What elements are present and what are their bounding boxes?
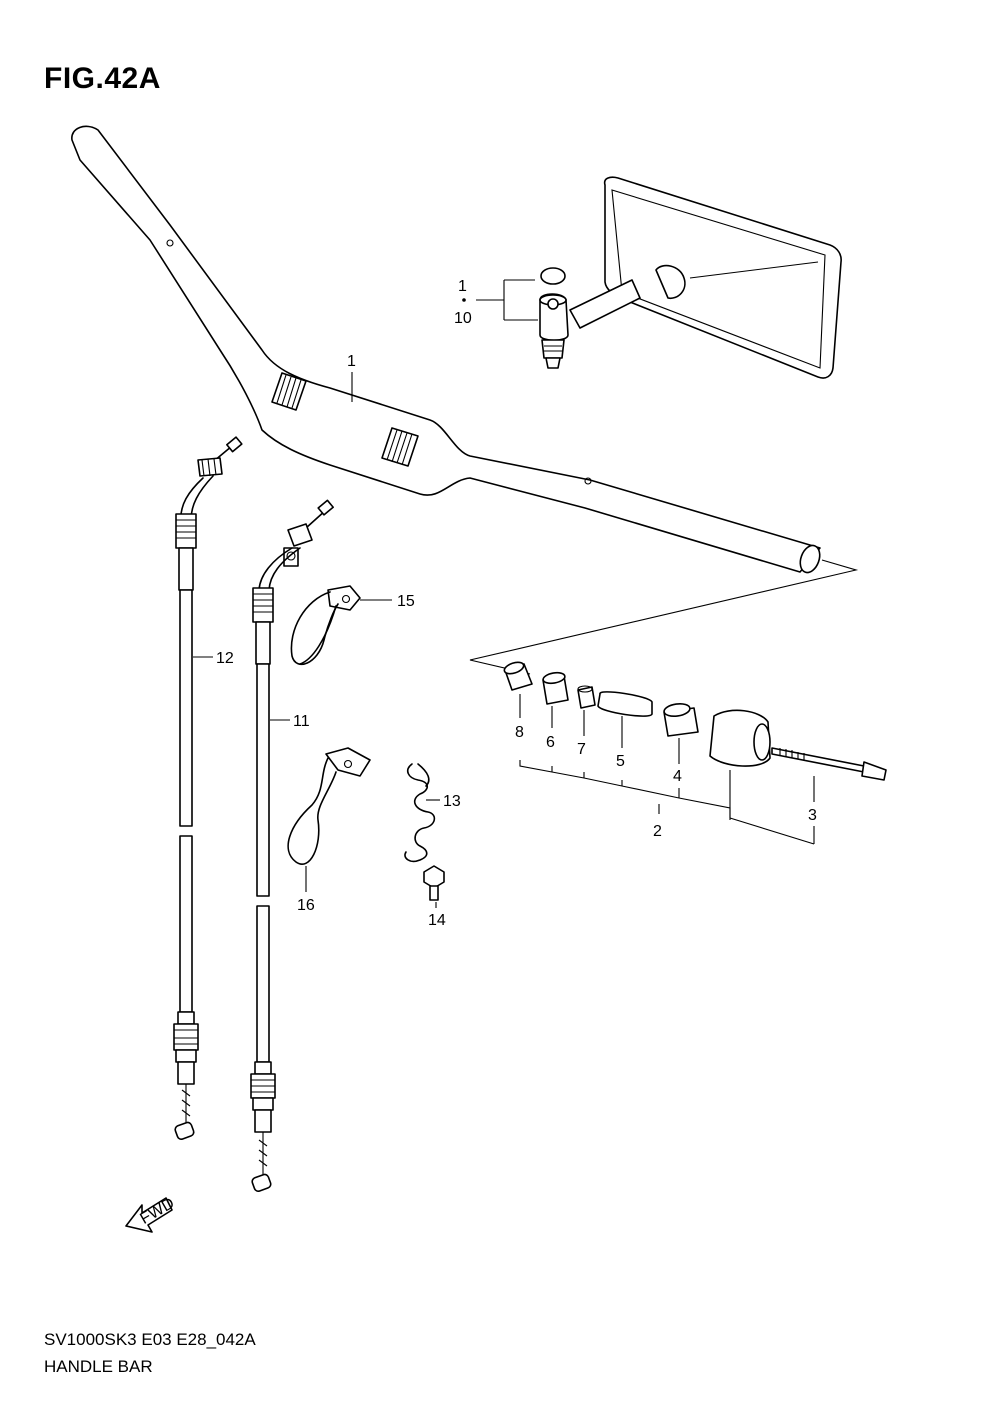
handlebar-knurl-right xyxy=(381,427,419,467)
throttle-cable-12[interactable] xyxy=(173,436,243,1140)
spring-clip-13[interactable] xyxy=(404,763,436,863)
exploded-view-divider xyxy=(469,559,859,675)
callout-11: 11 xyxy=(293,713,310,730)
bar-end-assembly[interactable] xyxy=(503,660,887,781)
callout-7: 7 xyxy=(577,741,586,758)
part-6-spacer xyxy=(542,671,569,705)
figure-title: FIG.42A xyxy=(44,62,161,95)
bolt-14[interactable] xyxy=(423,865,445,901)
callout-1: 1 xyxy=(347,353,356,370)
cable-clamp-16[interactable] xyxy=(287,747,371,865)
mirror[interactable]: 1 10 xyxy=(454,176,842,379)
callout-10: 10 xyxy=(454,310,472,327)
cable-clamp-15[interactable] xyxy=(290,585,361,666)
fwd-arrow: FWD xyxy=(125,1195,177,1233)
fwd-label: FWD xyxy=(137,1195,177,1228)
part-4-damper xyxy=(663,702,699,737)
callout-13: 13 xyxy=(443,793,461,810)
callout-5: 5 xyxy=(616,753,625,770)
figure-name: HANDLE BAR xyxy=(44,1357,153,1376)
callout-14: 14 xyxy=(428,912,446,929)
part-7-ring xyxy=(577,685,596,709)
throttle-cable-11[interactable] xyxy=(250,499,334,1192)
part-2-weight xyxy=(709,709,771,767)
part-3-screw xyxy=(771,747,887,781)
part-5-sleeve xyxy=(597,691,653,717)
callout-6: 6 xyxy=(546,734,555,751)
handlebar[interactable] xyxy=(71,125,823,575)
assembly-leader-2 xyxy=(519,760,815,845)
callout-9: 1 xyxy=(458,278,467,295)
part-8-collar xyxy=(503,661,533,691)
handlebar-knurl-left xyxy=(271,372,307,411)
callout-4: 4 xyxy=(673,768,682,785)
model-code: SV1000SK3 E03 E28_042A xyxy=(44,1330,256,1349)
callout-2: 2 xyxy=(653,823,662,840)
callout-16: 16 xyxy=(297,897,315,914)
callout-3: 3 xyxy=(808,807,817,824)
callout-8: 8 xyxy=(515,724,524,741)
callout-15: 15 xyxy=(397,593,415,610)
callout-12: 12 xyxy=(216,650,234,667)
